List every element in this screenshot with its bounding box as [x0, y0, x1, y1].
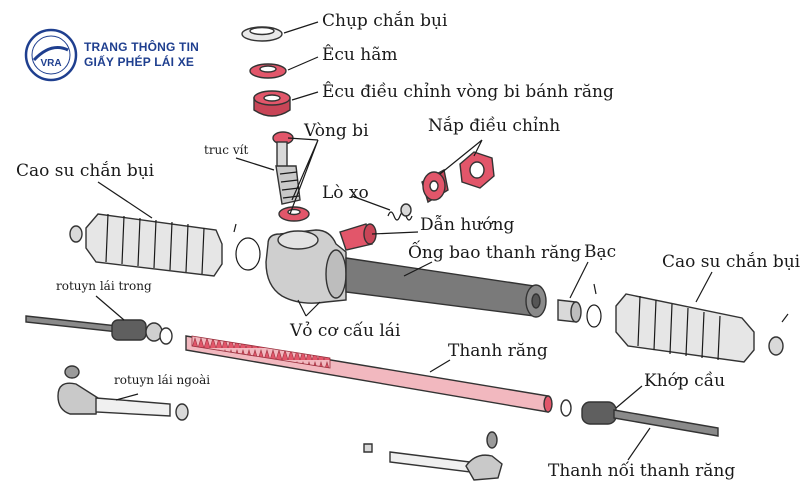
label-adjust-nut: Êcu điều chỉnh vòng bi bánh răng	[322, 81, 614, 102]
label-dust-cap: Chụp chắn bụi	[322, 11, 448, 31]
rack-tube-part	[345, 257, 547, 318]
label-boot-left: Cao su chắn bụi	[16, 161, 155, 181]
adjust-nut-part	[253, 90, 291, 117]
label-bushing: Bạc	[584, 242, 616, 262]
label-pinion-shaft: truc vít	[204, 143, 248, 157]
left-boot-part	[69, 213, 223, 277]
leader-lines	[95, 21, 713, 461]
brand-header[interactable]: VRA TRANG THÔNG TIN GIẤY PHÉP LÁI XE	[24, 28, 199, 82]
spring-part	[387, 203, 413, 221]
pinion-shaft-part	[275, 141, 301, 205]
inner-tie-rod-part	[25, 315, 173, 345]
lock-nut-part	[249, 63, 287, 79]
tie-rod-lower-part	[363, 431, 503, 481]
svg-text:VRA: VRA	[40, 58, 61, 69]
label-spring: Lò xo	[322, 183, 369, 203]
label-lock-nut: Êcu hãm	[322, 44, 398, 65]
brand-title-line2: GIẤY PHÉP LÁI XE	[84, 55, 195, 69]
rack-housing-part	[265, 229, 347, 304]
brand-title-line1: TRANG THÔNG TIN	[84, 40, 199, 54]
label-boot-right: Cao su chắn bụi	[662, 252, 800, 272]
label-rack-tube: Ống bao thanh răng	[408, 240, 581, 263]
rack-bar-part	[185, 335, 572, 417]
label-housing: Vỏ cơ cấu lái	[289, 321, 401, 341]
guide-part	[339, 223, 377, 251]
vra-logo-icon: VRA	[24, 28, 78, 82]
bushing-part	[557, 283, 602, 328]
label-guide: Dẫn hướng	[420, 215, 514, 235]
ball-joint-part	[581, 401, 719, 437]
right-boot-part	[615, 293, 789, 363]
bearing-lower-part	[278, 206, 310, 222]
outer-tie-rod-part	[57, 365, 189, 421]
adjust-lock-nut-part	[459, 151, 495, 189]
label-inner-tie-rod: rotuyn lái trong	[56, 279, 152, 293]
label-bearing: Vòng bi	[303, 121, 369, 141]
label-rack: Thanh răng	[448, 341, 548, 361]
adjust-cover-part	[421, 168, 449, 204]
label-ball-joint: Khớp cầu	[644, 371, 725, 391]
housing-clamp-part	[233, 223, 261, 271]
label-adjust-cover: Nắp điều chỉnh	[428, 116, 560, 136]
label-outer-tie-rod: rotuyn lái ngoài	[114, 373, 210, 387]
dust-cap-part	[241, 26, 283, 42]
label-tie-rod: Thanh nối thanh răng	[548, 461, 735, 481]
